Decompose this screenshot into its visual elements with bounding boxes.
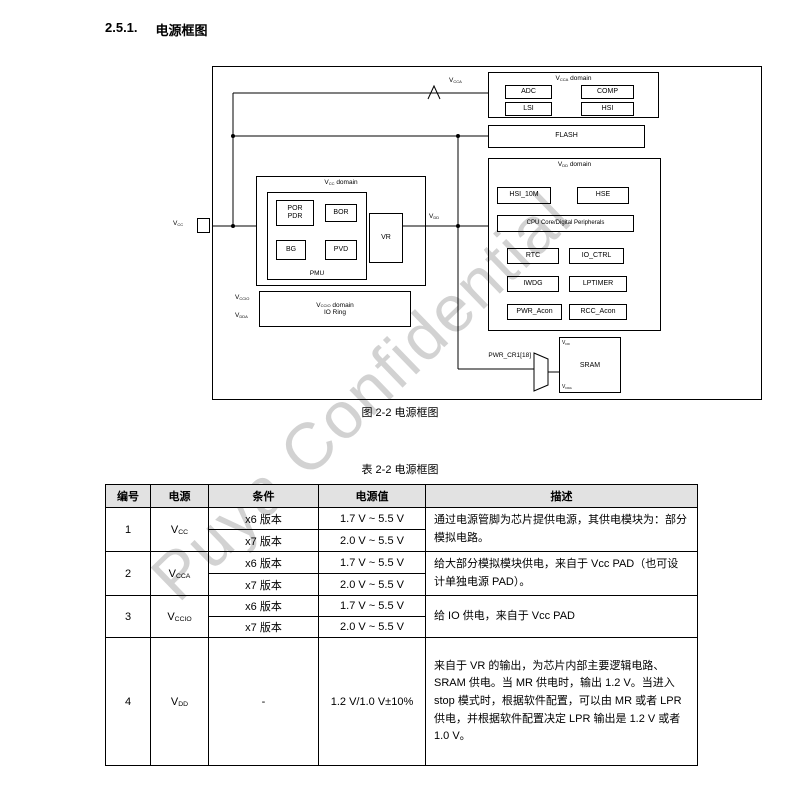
wire-layer (213, 84, 559, 392)
pwr-acon-block: PWR_Acon (507, 304, 562, 320)
cell-value: 2.0 V ~ 5.5 V (318, 529, 426, 553)
vdd-domain-title: VDD domain (557, 161, 592, 168)
lptimer-block: LPTIMER (569, 276, 627, 292)
vcc-pad-label: VCC (173, 220, 184, 227)
pwr-cr1-label: PWR_CR1[18] (488, 352, 531, 359)
adc-block: ADC (505, 85, 552, 99)
hsi-block: HSI (581, 102, 634, 116)
cell-power: VCC (150, 506, 209, 553)
cell-value: 1.7 V ~ 5.5 V (318, 506, 426, 531)
section-number: 2.5.1. (105, 20, 138, 35)
io-ring-block: VCCIO domain IO Ring (259, 291, 411, 327)
vccio-label: VCCIO (235, 294, 250, 301)
table-row: x7 版本 2.0 V ~ 5.5 V (106, 573, 698, 597)
sram-block: VDD SRAM VDDA (559, 337, 621, 393)
cell-description: 给 IO 供电，来自于 Vcc PAD (425, 595, 698, 639)
mux-icon (533, 352, 549, 392)
power-table: 编号 电源 条件 电源值 描述 1 VCC x6 版本 (105, 484, 698, 767)
cell-no: 1 (105, 506, 151, 553)
table-row: 1 VCC x6 版本 1.7 V ~ 5.5 V 通过电源管脚为芯片提供电源，… (105, 506, 698, 553)
cell-no: 4 (105, 637, 151, 767)
vcca-wire-label: VCCA (449, 77, 462, 84)
bor-block: BOR (325, 204, 357, 222)
rcc-acon-block: RCC_Acon (569, 304, 627, 320)
io-ring-line1: VCCIO domain (316, 301, 354, 309)
sram-top-pin-label: VDD (562, 340, 570, 346)
cell-condition: x7 版本 (208, 573, 319, 597)
cpu-core-block: CPU Core/Digital Peripherals (497, 215, 634, 232)
table-row: x7 版本 2.0 V ~ 5.5 V (106, 529, 698, 553)
comp-block: COMP (581, 85, 634, 99)
break-squiggle-icon (427, 84, 441, 100)
cell-condition: x7 版本 (208, 616, 319, 639)
vr-block: VR (369, 213, 403, 263)
header-description: 描述 (425, 484, 698, 508)
section-title: 电源框图 (155, 23, 208, 38)
lsi-block: LSI (505, 102, 552, 116)
vdd-wire-label: VDD (429, 213, 440, 220)
junction-dot (456, 134, 460, 138)
vcc-pad (197, 218, 210, 233)
flash-block: FLASH (488, 125, 645, 148)
table-header-row: 编号 电源 条件 电源值 描述 (105, 484, 698, 508)
vdd-domain: VDD domain HSI_10M HSE CPU Core/Digital … (488, 158, 661, 331)
header-condition: 条件 (208, 484, 319, 508)
junction-dot (231, 224, 235, 228)
cell-condition: x6 版本 (208, 595, 319, 618)
vdda-label: VDDA (235, 312, 248, 319)
vcca-domain-title: VCCA domain (555, 75, 592, 82)
cell-value: 2.0 V ~ 5.5 V (318, 573, 426, 597)
bg-block: BG (276, 240, 306, 260)
cell-condition: x6 版本 (208, 551, 319, 575)
cell-description: 给大部分模拟模块供电，来自于 Vcc PAD（也可设计单独电源 PAD）。 (425, 551, 698, 597)
vcca-domain: VCCA domain ADC COMP LSI HSI (488, 72, 659, 118)
junction-dot (231, 134, 235, 138)
hsi10m-block: HSI_10M (497, 187, 551, 204)
header-power: 电源 (150, 484, 209, 508)
rtc-block: RTC (507, 248, 559, 264)
hse-block: HSE (577, 187, 629, 204)
section-heading: 2.5.1. 电源框图 (105, 20, 208, 39)
por-pdr-block: POR PDR (276, 200, 314, 226)
cell-power: VCCA (150, 551, 209, 597)
pvd-block: PVD (325, 240, 357, 260)
header-no: 编号 (105, 484, 151, 508)
cell-value: 1.7 V ~ 5.5 V (318, 595, 426, 618)
sram-bottom-pin-label: VDDA (562, 384, 572, 390)
table-row: 3 VCCIO x6 版本 1.7 V ~ 5.5 V 给 IO 供电，来自于 … (105, 595, 698, 639)
table-caption: 表 2-2 电源框图 (361, 464, 439, 476)
vcc-domain-title: VCC domain (324, 179, 358, 186)
cell-no: 2 (105, 551, 151, 597)
cell-no: 3 (105, 595, 151, 639)
cell-description: 来自于 VR 的输出，为芯片内部主要逻辑电路、SRAM 供电。当 MR 供电时，… (425, 637, 698, 767)
cell-condition: x6 版本 (208, 506, 319, 531)
power-block-diagram: VCC VCCA VDD VCCIO VDDA PWR_CR1[18] VCCA… (173, 66, 762, 400)
junction-dot (456, 224, 460, 228)
cell-power: VDD (150, 637, 209, 767)
cell-power: VCCIO (150, 595, 209, 639)
power-table-wrapper: 编号 电源 条件 电源值 描述 1 VCC x6 版本 (105, 484, 698, 767)
vcc-domain: VCC domain POR PDR BOR BG PVD PMU VR (256, 176, 426, 286)
cell-value: 1.2 V/1.0 V±10% (318, 637, 426, 767)
sram-label: SRAM (579, 361, 601, 369)
table-row: 4 VDD - 1.2 V/1.0 V±10% 来自于 VR 的输出，为芯片内部… (105, 637, 698, 767)
io-ctrl-block: IO_CTRL (569, 248, 624, 264)
pmu-block: POR PDR BOR BG PVD PMU (267, 192, 367, 280)
cell-value: 2.0 V ~ 5.5 V (318, 616, 426, 639)
iwdg-block: IWDG (507, 276, 559, 292)
figure-caption: 图 2-2 电源框图 (361, 407, 439, 419)
io-ring-line2: IO Ring (323, 309, 347, 316)
cell-description: 通过电源管脚为芯片提供电源，其供电模块为：部分模拟电路。 (425, 506, 698, 553)
header-value: 电源值 (318, 484, 426, 508)
table-row: 2 VCCA x6 版本 1.7 V ~ 5.5 V 给大部分模拟模块供电，来自… (105, 551, 698, 597)
cell-condition: x7 版本 (208, 529, 319, 553)
cell-value: 1.7 V ~ 5.5 V (318, 551, 426, 575)
cell-condition: - (208, 637, 319, 767)
pmu-label: PMU (309, 270, 325, 277)
